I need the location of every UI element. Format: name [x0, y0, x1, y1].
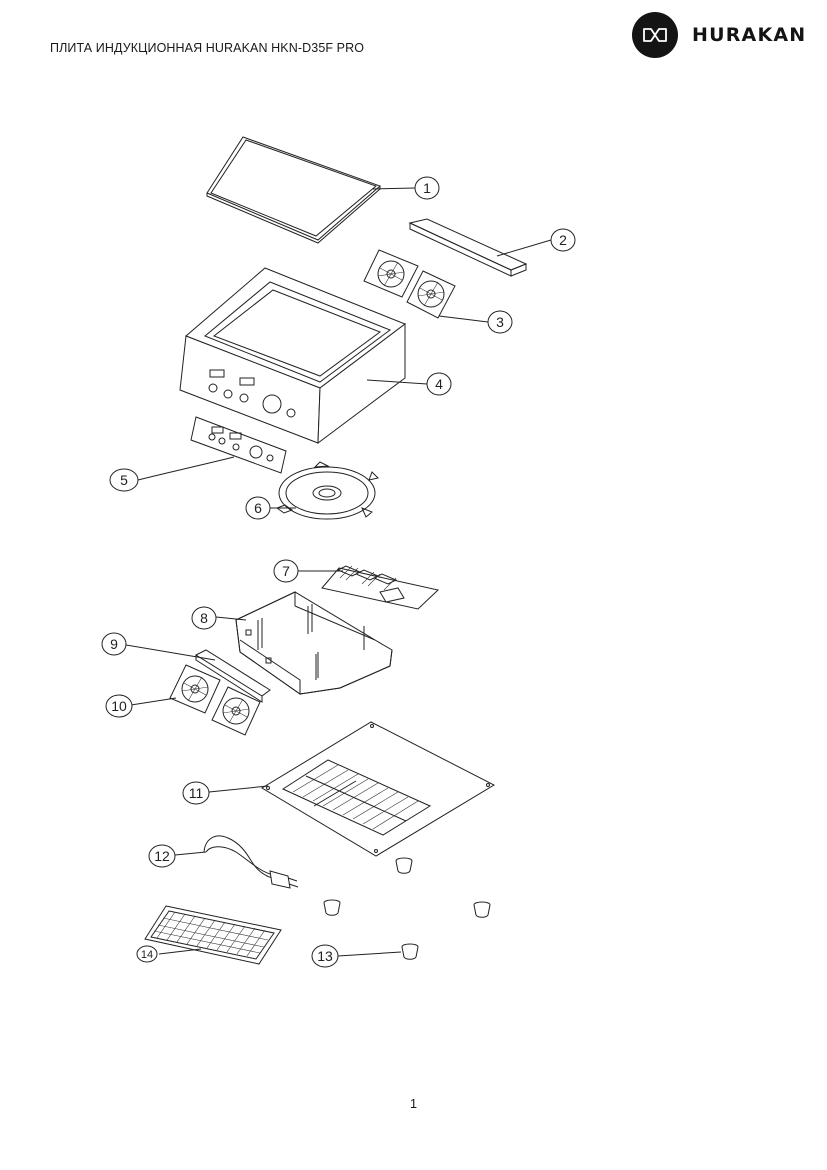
- part-metal-strip: [408, 218, 528, 277]
- callout-8: 8: [191, 606, 217, 630]
- part-induction-coil: [275, 461, 379, 520]
- part-main-housing: [179, 267, 407, 445]
- callout-label: 11: [189, 785, 204, 801]
- callout-label: 7: [282, 563, 290, 579]
- part-glass-plate: [206, 136, 381, 244]
- callout-1: 1: [414, 176, 440, 200]
- page-number: 1: [409, 1096, 418, 1111]
- callout-9: 9: [101, 632, 127, 656]
- callout-label: 4: [435, 376, 443, 392]
- part-feet: [323, 857, 491, 960]
- callout-10: 10: [105, 694, 133, 718]
- callout-6: 6: [245, 496, 271, 520]
- part-fans-bottom: [169, 664, 261, 736]
- callout-leaders: [125, 187, 552, 957]
- part-power-cord: [203, 835, 299, 889]
- callout-label: 8: [200, 610, 208, 626]
- part-filter: [144, 905, 282, 965]
- callout-label: 3: [496, 314, 504, 330]
- callout-13: 13: [311, 944, 339, 968]
- part-inner-frame: [235, 591, 393, 695]
- logo-mark-icon: [632, 12, 678, 58]
- callout-label: 1: [423, 180, 431, 196]
- brand-logo: HURAKAN: [632, 12, 806, 58]
- part-bracket: [194, 649, 271, 703]
- callout-14: 14: [136, 945, 158, 963]
- part-control-panel: [190, 416, 287, 474]
- callout-label: 12: [154, 848, 170, 864]
- callout-label: 2: [559, 232, 567, 248]
- callout-12: 12: [148, 844, 176, 868]
- part-bottom-plate: [261, 721, 496, 857]
- callout-label: 13: [317, 948, 333, 964]
- brand-name: HURAKAN: [692, 24, 807, 46]
- callout-label: 9: [110, 636, 118, 652]
- callout-label: 10: [111, 698, 127, 714]
- callout-label: 6: [254, 500, 262, 516]
- callout-2: 2: [550, 228, 576, 252]
- callout-7: 7: [273, 559, 299, 583]
- callout-label: 14: [141, 949, 153, 961]
- callout-5: 5: [109, 468, 139, 492]
- document-title: ПЛИТА ИНДУКЦИОННАЯ HURAKAN HKN-D35F PRO: [50, 41, 365, 55]
- part-circuit-board: [321, 565, 440, 610]
- callout-4: 4: [426, 372, 452, 396]
- part-fans-top: [363, 249, 456, 319]
- callout-label: 5: [120, 472, 128, 488]
- callout-11: 11: [182, 781, 210, 805]
- callout-3: 3: [487, 310, 513, 334]
